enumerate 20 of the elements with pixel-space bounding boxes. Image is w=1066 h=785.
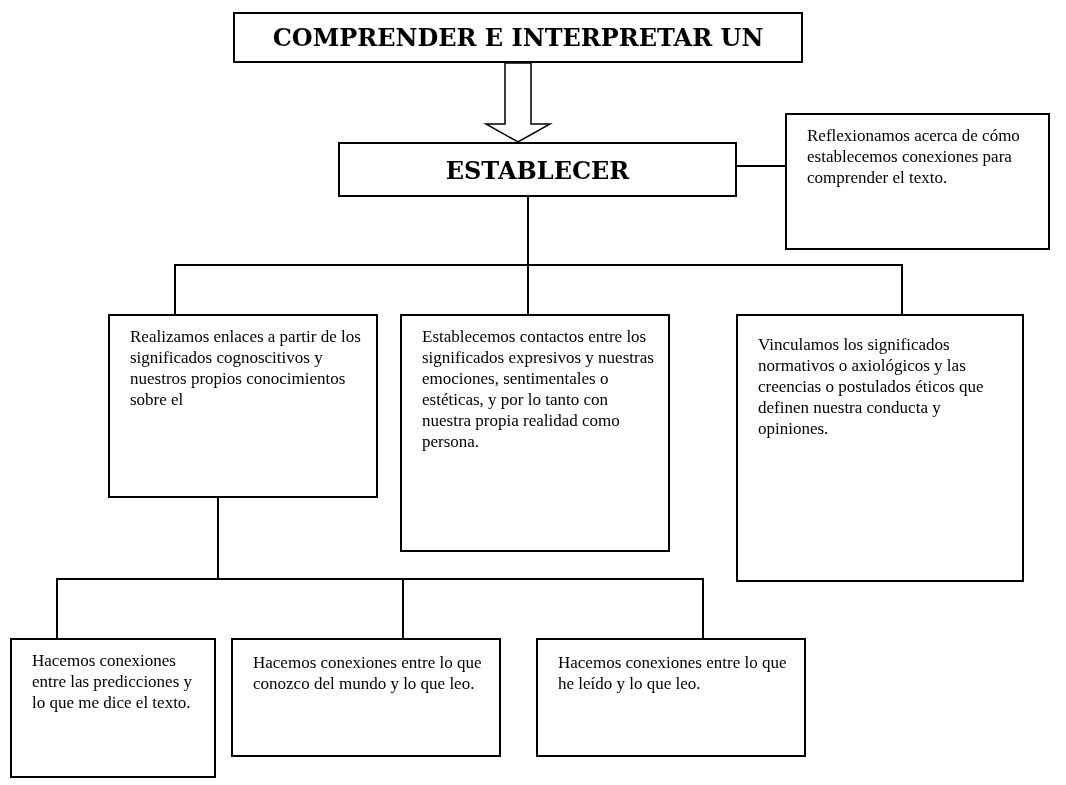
description: Hacemos conexiones entre lo que conozco del mundo y lo que leo. xyxy=(253,652,483,694)
description: Vinculamos los significados normativos o axiológicos y las creencias o postulados éticos que definen nuestra conducta y opiniones. xyxy=(758,334,985,439)
text-box xyxy=(10,638,216,778)
text-box xyxy=(231,638,501,757)
description: Hacemos conexiones entre lo que he leído y lo que leo. xyxy=(558,652,788,694)
description: Hacemos conexiones entre las predicciones y lo que me dice el texto. xyxy=(32,650,193,713)
text-box xyxy=(736,314,1024,582)
description: Reflexionamos acerca de cómo establecemos conexiones para comprender el texto. xyxy=(807,125,1021,188)
text-box xyxy=(785,113,1050,250)
heading: COMPRENDER E INTERPRETAR UN xyxy=(271,24,765,52)
text-box xyxy=(400,314,670,552)
block-arrow xyxy=(483,62,553,143)
heading: ESTABLECER xyxy=(444,157,631,185)
description: Establecemos contactos entre los significados expresivos y nuestras emociones, sentimentales o estéticas, y por lo tanto con nuestra propia realidad como persona. xyxy=(422,326,655,452)
text-box xyxy=(338,142,737,197)
text-box xyxy=(108,314,378,498)
text-box xyxy=(233,12,803,63)
description: Realizamos enlaces a partir de los significados cognoscitivos y nuestros propios conocimientos sobre el xyxy=(130,326,362,410)
text-box xyxy=(536,638,806,757)
connector-line xyxy=(736,165,786,167)
